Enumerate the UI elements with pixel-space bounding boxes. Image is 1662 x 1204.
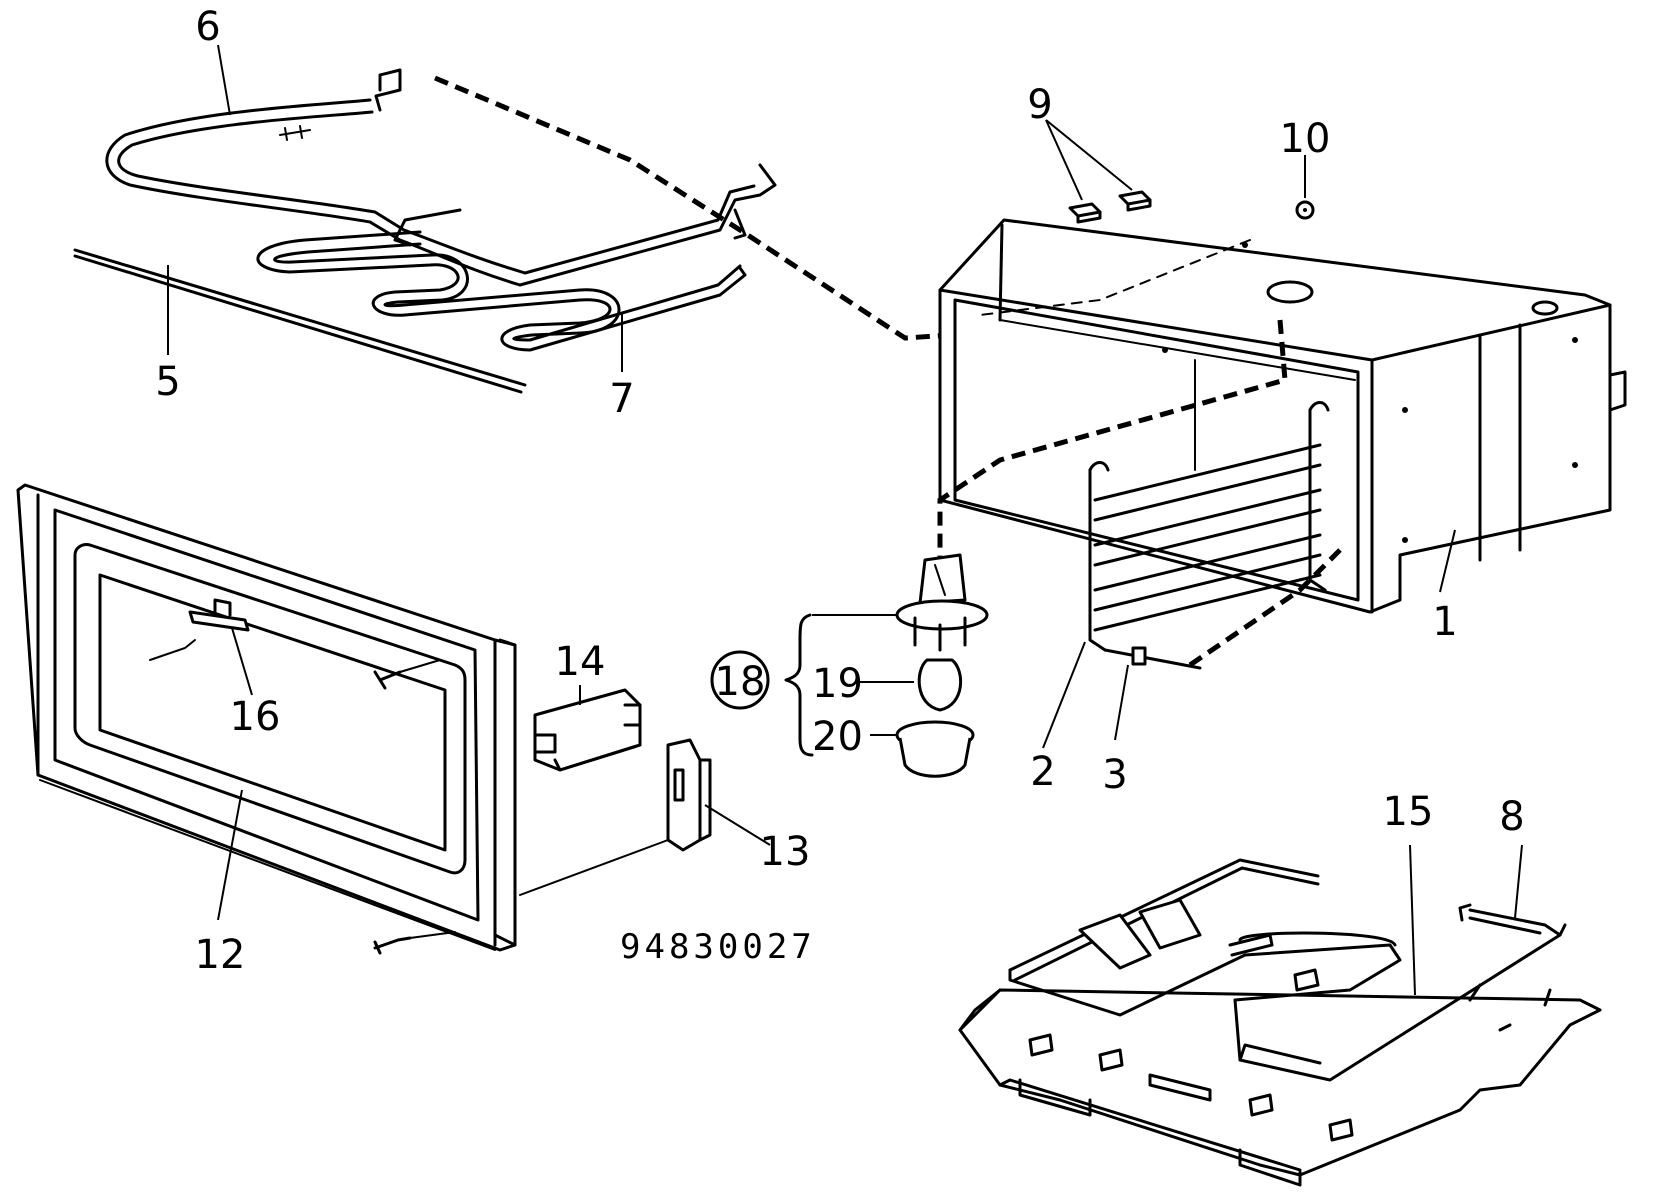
part-19-bulb [855,658,963,712]
part-5-rod [73,248,527,394]
label-part-18: 18 [715,659,766,705]
drawing-code: 94830027 [620,927,816,967]
label-part-12: 12 [195,932,246,978]
part-7-coil-element [256,208,747,352]
part-1-oven-cavity [938,218,1627,614]
label-part-19: 19 [812,661,863,707]
door-screws [373,659,456,955]
label-part-7: 7 [609,376,634,422]
label-part-3: 3 [1102,752,1127,798]
part-2-shelf-support [1088,401,1330,670]
part-10-washer [1295,200,1315,220]
part-6-grill-element [105,68,777,287]
label-part-20: 20 [812,714,863,760]
label-part-16: 16 [230,694,281,740]
label-part-14: 14 [555,639,606,685]
label-part-8: 8 [1499,794,1524,840]
label-part-6: 6 [195,4,220,50]
part-16-bracket [149,598,250,661]
grill-element-loops [1008,858,1567,1082]
assembly-line-lamp [937,319,1288,560]
label-part-2: 2 [1030,749,1055,795]
label-part-13: 13 [760,829,811,875]
label-part-15: 15 [1383,789,1434,835]
label-part-1: 1 [1432,599,1457,645]
part-18-brace [710,613,814,757]
part-labels: 6 5 7 9 10 1 2 3 16 14 13 12 15 8 18 19 … [155,4,1524,978]
label-part-10: 10 [1280,116,1331,162]
part-13-hinge [519,738,712,896]
assembly-line-top [434,75,1001,341]
part-15-base-plate [958,983,1602,1187]
part-20-lamp-cover [870,720,975,778]
shelf-runners [1093,443,1322,632]
part-9-clips [1068,190,1152,224]
part-3-clip [1131,646,1147,666]
part-12-oven-door [16,483,517,952]
part-14-plate [533,688,642,772]
label-part-5: 5 [155,359,180,405]
part-18-lamp-holder [812,553,989,652]
leader-lines [167,44,1523,996]
label-part-9: 9 [1027,82,1052,128]
assembly-line-clip [1188,548,1342,668]
part-8-element-terminal [1458,903,1562,937]
